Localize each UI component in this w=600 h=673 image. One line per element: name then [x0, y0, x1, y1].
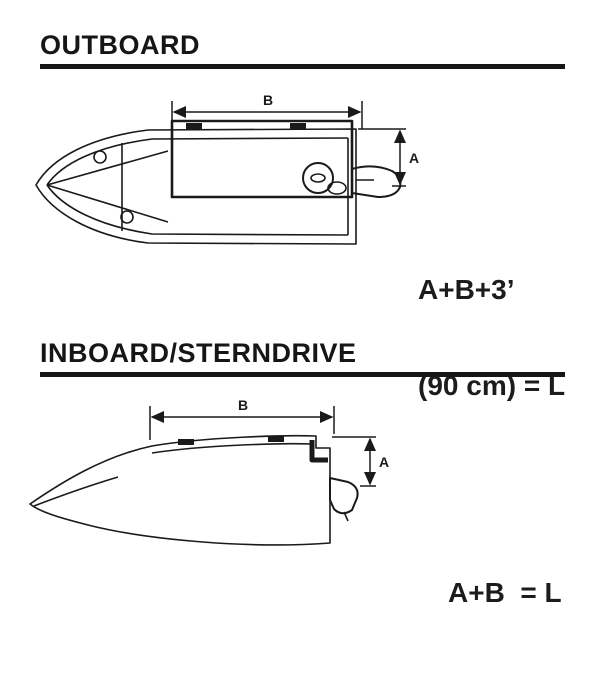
hull-outline — [35, 128, 357, 245]
sterndrive-unit — [329, 477, 359, 515]
outboard-dim-b-label: B — [263, 92, 273, 108]
inboard-divider — [40, 372, 565, 377]
deck-fitting-bottom — [120, 210, 134, 224]
deck-fitting-top — [93, 150, 107, 164]
inboard-dimension-b — [149, 406, 335, 440]
outboard-boat-diagram: B A — [35, 92, 419, 245]
gunwale-bottom — [46, 184, 349, 236]
outboard-motor — [351, 165, 402, 198]
inboard-formula: A+B = L — [448, 513, 562, 673]
sterndrive-skeg — [343, 511, 349, 522]
inboard-dim-a-label: A — [379, 454, 389, 470]
bow-sheer-line — [33, 476, 119, 507]
inboard-dim-b-label: B — [238, 397, 248, 413]
outboard-formula-line1: A+B+3’ — [418, 274, 515, 305]
steering-hub — [310, 173, 326, 183]
bow-v-line-top — [46, 150, 169, 186]
cleat-right — [290, 123, 306, 130]
outboard-boat-drawing — [35, 119, 402, 245]
inboard-title: INBOARD/STERNDRIVE — [40, 338, 357, 368]
cockpit-outline — [170, 119, 354, 199]
steering-wheel — [302, 162, 334, 194]
motor-well — [327, 181, 347, 195]
outboard-formula: A+B+3’ (90 cm) = L — [418, 210, 565, 466]
outboard-divider — [40, 64, 565, 69]
stern-corner-mark — [309, 440, 328, 463]
outboard-dimension-b — [171, 101, 363, 129]
inboard-formula-line: A+B = L — [448, 577, 562, 608]
cleat-left — [178, 439, 194, 445]
boat-measurement-diagram: OUTBOARD — [29, 30, 565, 608]
deck-inner-line — [151, 442, 313, 454]
inboard-boat-drawing — [29, 434, 359, 546]
outboard-title: OUTBOARD — [40, 30, 200, 60]
bow-v-line-bottom — [46, 184, 169, 223]
inboard-dimension-a — [332, 436, 376, 487]
cleat-left — [186, 123, 202, 130]
cleat-right — [268, 436, 284, 442]
hull-profile — [29, 434, 331, 546]
outboard-dimension-a — [358, 128, 406, 187]
outboard-dim-a-label: A — [409, 150, 419, 166]
inboard-boat-diagram: B A — [29, 397, 389, 546]
gunwale-top — [46, 137, 349, 186]
